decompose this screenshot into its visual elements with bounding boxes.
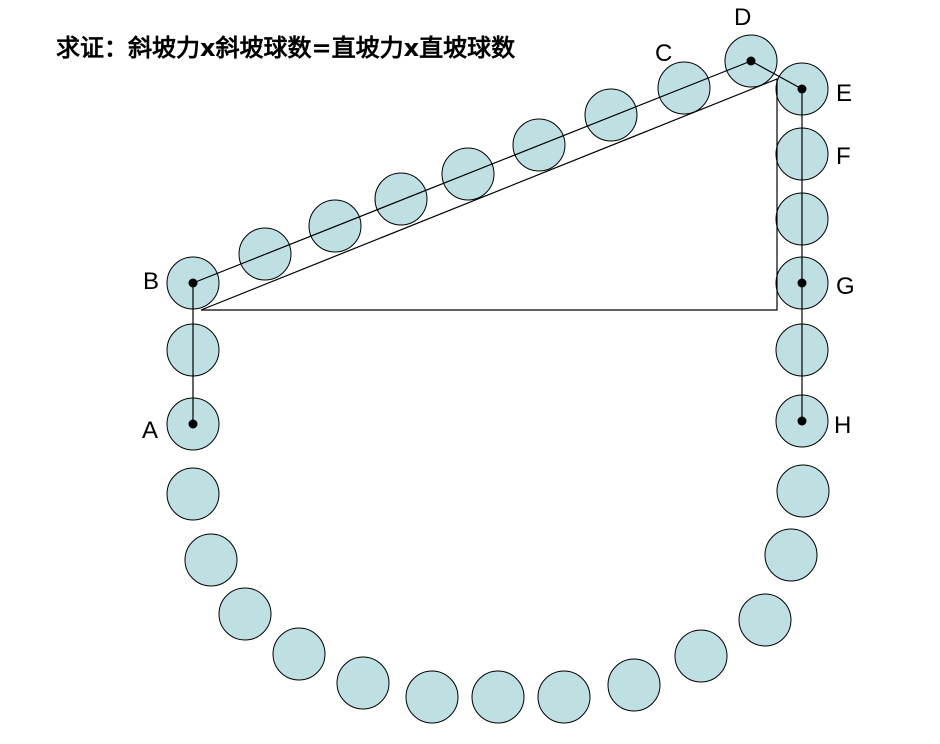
label-c: C — [655, 40, 672, 67]
line-b-d — [192, 60, 752, 284]
label-e: E — [836, 80, 852, 107]
label-f: F — [836, 143, 851, 170]
label-a: A — [142, 417, 158, 444]
dot-g — [797, 278, 807, 288]
dot-b — [188, 278, 198, 288]
ball — [272, 627, 326, 681]
ball — [764, 528, 818, 582]
ball — [336, 656, 390, 710]
ball — [374, 172, 428, 226]
ball — [738, 593, 792, 647]
ball — [405, 670, 459, 724]
dot-a — [188, 419, 198, 429]
ball — [218, 587, 272, 641]
dot-d — [746, 56, 756, 66]
problem-title: 求证：斜坡力x斜坡球数=直坡力x直坡球数 — [56, 34, 516, 62]
ball — [674, 629, 728, 683]
dot-h — [797, 416, 807, 426]
label-d: D — [734, 4, 751, 31]
ball — [584, 88, 638, 142]
ball — [607, 658, 661, 712]
ball — [166, 467, 220, 521]
ball — [184, 533, 238, 587]
ball — [471, 670, 525, 724]
label-h: H — [834, 412, 851, 439]
ball — [537, 670, 591, 724]
label-b: B — [143, 268, 159, 295]
balls-layer — [166, 34, 830, 724]
right-triangle — [200, 78, 778, 311]
label-g: G — [836, 273, 855, 300]
line-d-e — [750, 60, 803, 90]
ball — [776, 464, 830, 518]
dot-e — [797, 84, 807, 94]
